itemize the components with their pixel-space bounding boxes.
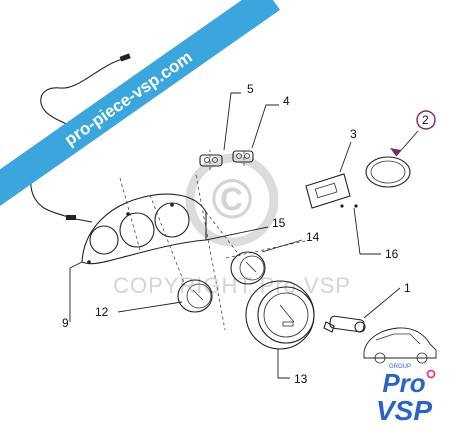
callout-4: 4 [283,94,290,108]
watermark-symbol: © [211,167,252,230]
callout-5: 5 [247,82,254,96]
bracket-part-5 [199,154,223,167]
logo-word-top: Pro [382,368,425,398]
callout-labels: 5 4 3 2 8 15 14 16 1 12 9 13 [62,57,429,386]
arrow-head-icon [390,148,401,156]
assembly-guide-lines [119,150,311,331]
copyright-watermark: © COPYRIGHT Pro VSP [113,153,351,298]
callout-2: 2 [422,113,429,127]
banner-ribbon [0,0,280,211]
ring-seal-part-2 [365,156,411,188]
callout-14: 14 [306,230,320,244]
highlight-circle-icon [416,110,436,130]
copyright-circle-icon [185,153,279,247]
car-outline-icon [363,327,437,364]
logo-accent-dot-icon [426,369,436,379]
bracket-part-4 [232,150,254,163]
small-gauge-part-14 [230,251,266,285]
callout-1: 1 [404,281,411,295]
banner-text: pro-piece-vsp.com [61,47,196,149]
switch-panel-part-3 [305,173,358,209]
callout-16: 16 [385,247,399,261]
logo-tag: GROUP [389,364,411,370]
leader-lines [69,92,419,379]
small-gauge-part-12 [177,279,213,313]
large-gauge-part-13 [245,280,315,350]
callout-15: 15 [272,216,286,230]
callout-12: 12 [95,305,109,319]
bulb-socket-part-1 [323,315,366,333]
watermark-text: COPYRIGHT Pro VSP [113,273,351,298]
callout-13: 13 [294,372,308,386]
callout-3: 3 [350,127,357,141]
logo-word-bottom: VSP [376,395,432,426]
callout-9: 9 [62,316,69,330]
pro-vsp-logo: GROUP Pro VSP [363,327,437,426]
